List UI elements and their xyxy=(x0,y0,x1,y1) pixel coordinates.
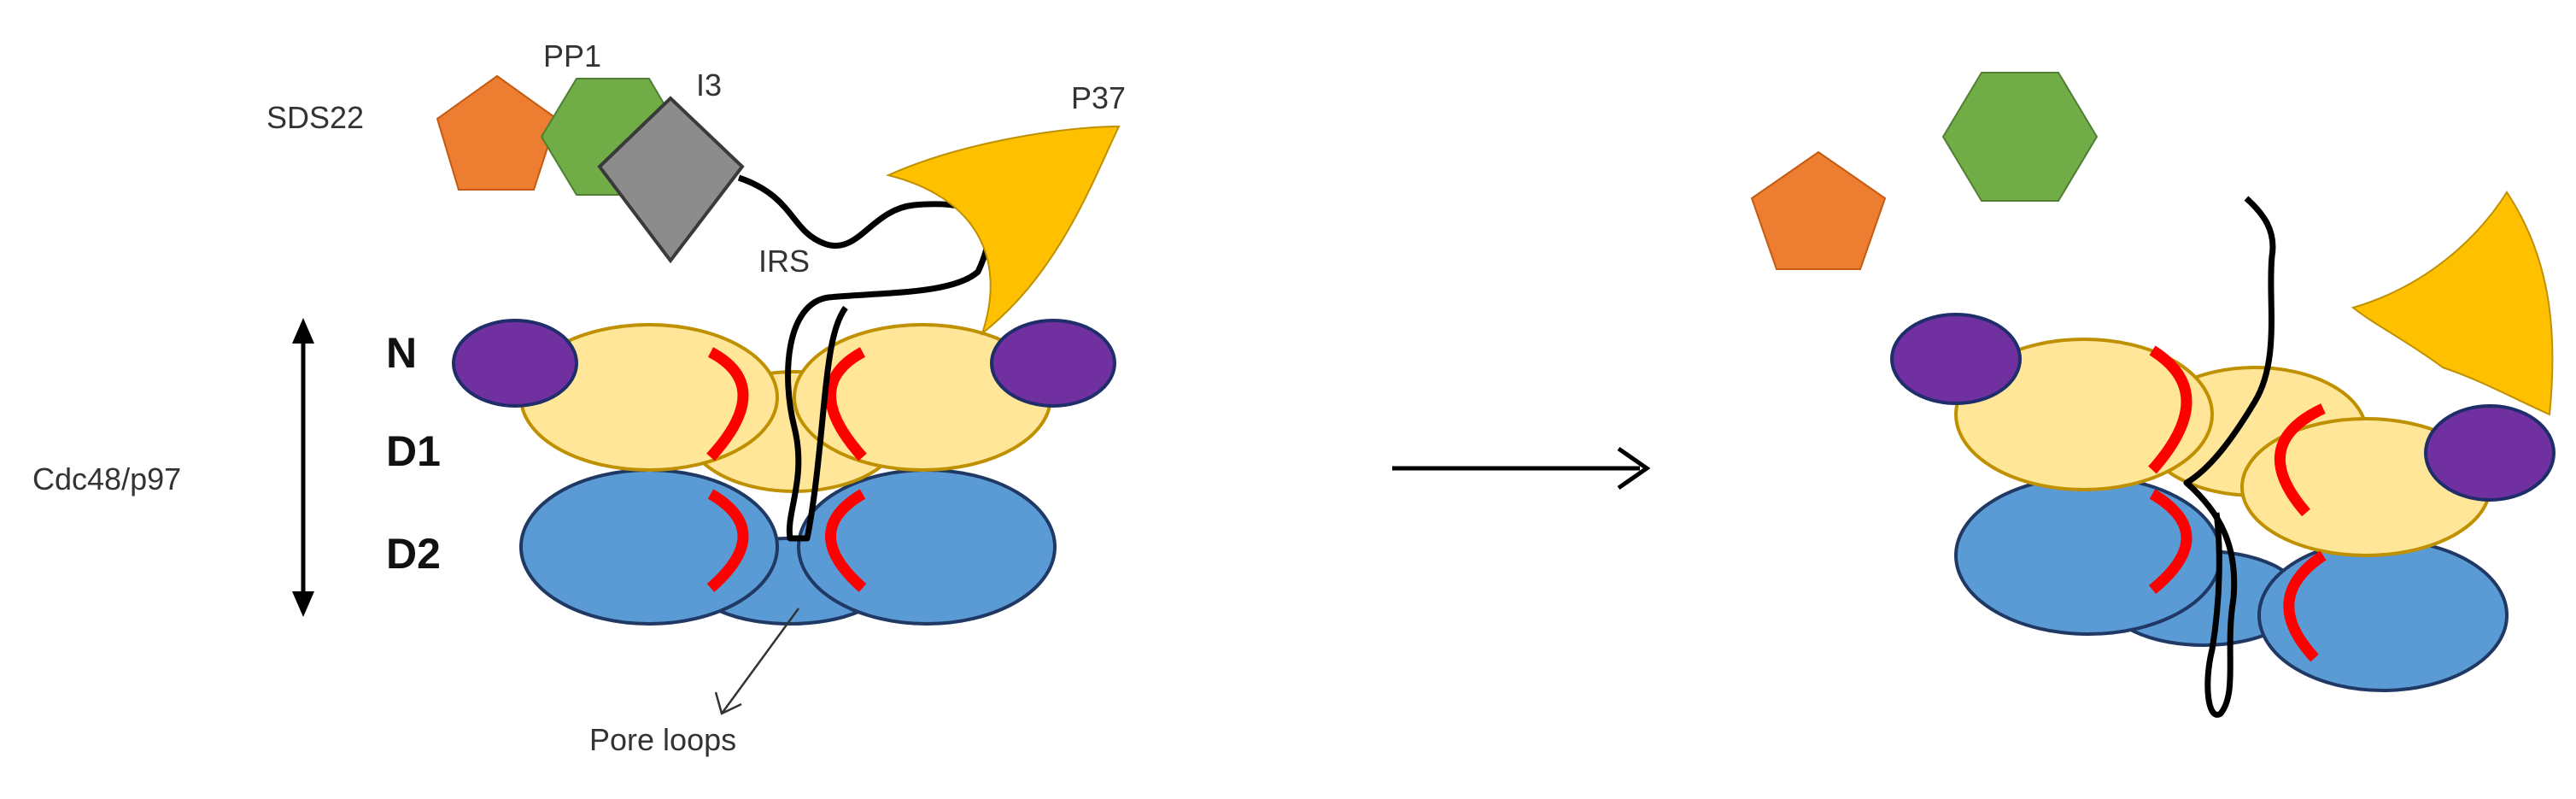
p37-shape-tilted xyxy=(2351,191,2554,416)
d1-tilted-left-lobe xyxy=(1954,338,2214,491)
d1-label: D1 xyxy=(386,427,441,475)
transition-arrow xyxy=(1392,446,1651,491)
p37-label: P37 xyxy=(1071,80,1126,115)
cdc48-label: Cdc48/p97 xyxy=(32,461,181,496)
sds22-label: SDS22 xyxy=(266,100,364,135)
n-domain-left xyxy=(452,319,578,408)
n-domain-tilted-left xyxy=(1890,313,2022,405)
d2-tilted-right-lobe xyxy=(2257,538,2509,692)
substrate-chain-right xyxy=(2183,196,2276,718)
pp1-hexagon-released xyxy=(1941,72,2099,202)
left-panel: SDS22 PP1 I3 P37 IRS N D1 D2 Cdc48/p97 P… xyxy=(32,38,1126,757)
sds22-pentagon xyxy=(436,74,559,191)
n-label: N xyxy=(386,329,417,377)
i3-diamond xyxy=(597,96,745,264)
p37-shape xyxy=(885,125,1121,336)
substrate-chain-left xyxy=(737,174,992,542)
n-domain-right xyxy=(990,319,1116,408)
pore-loops-label: Pore loops xyxy=(589,722,736,757)
domain-axis-double-arrow xyxy=(292,318,314,617)
pore-loops-right-upper xyxy=(2148,345,2193,595)
right-panel xyxy=(1750,72,2556,718)
i3-label: I3 xyxy=(696,68,722,103)
d2-label: D2 xyxy=(386,530,441,578)
irs-label: IRS xyxy=(758,244,810,279)
pp1-label: PP1 xyxy=(543,38,601,73)
pore-loops-pointer xyxy=(714,608,800,715)
sds22-pentagon-released xyxy=(1750,150,1887,270)
pore-loops-right-lower xyxy=(2274,403,2327,662)
pore-loops-left xyxy=(706,347,867,592)
n-domain-tilted-right xyxy=(2424,404,2556,502)
